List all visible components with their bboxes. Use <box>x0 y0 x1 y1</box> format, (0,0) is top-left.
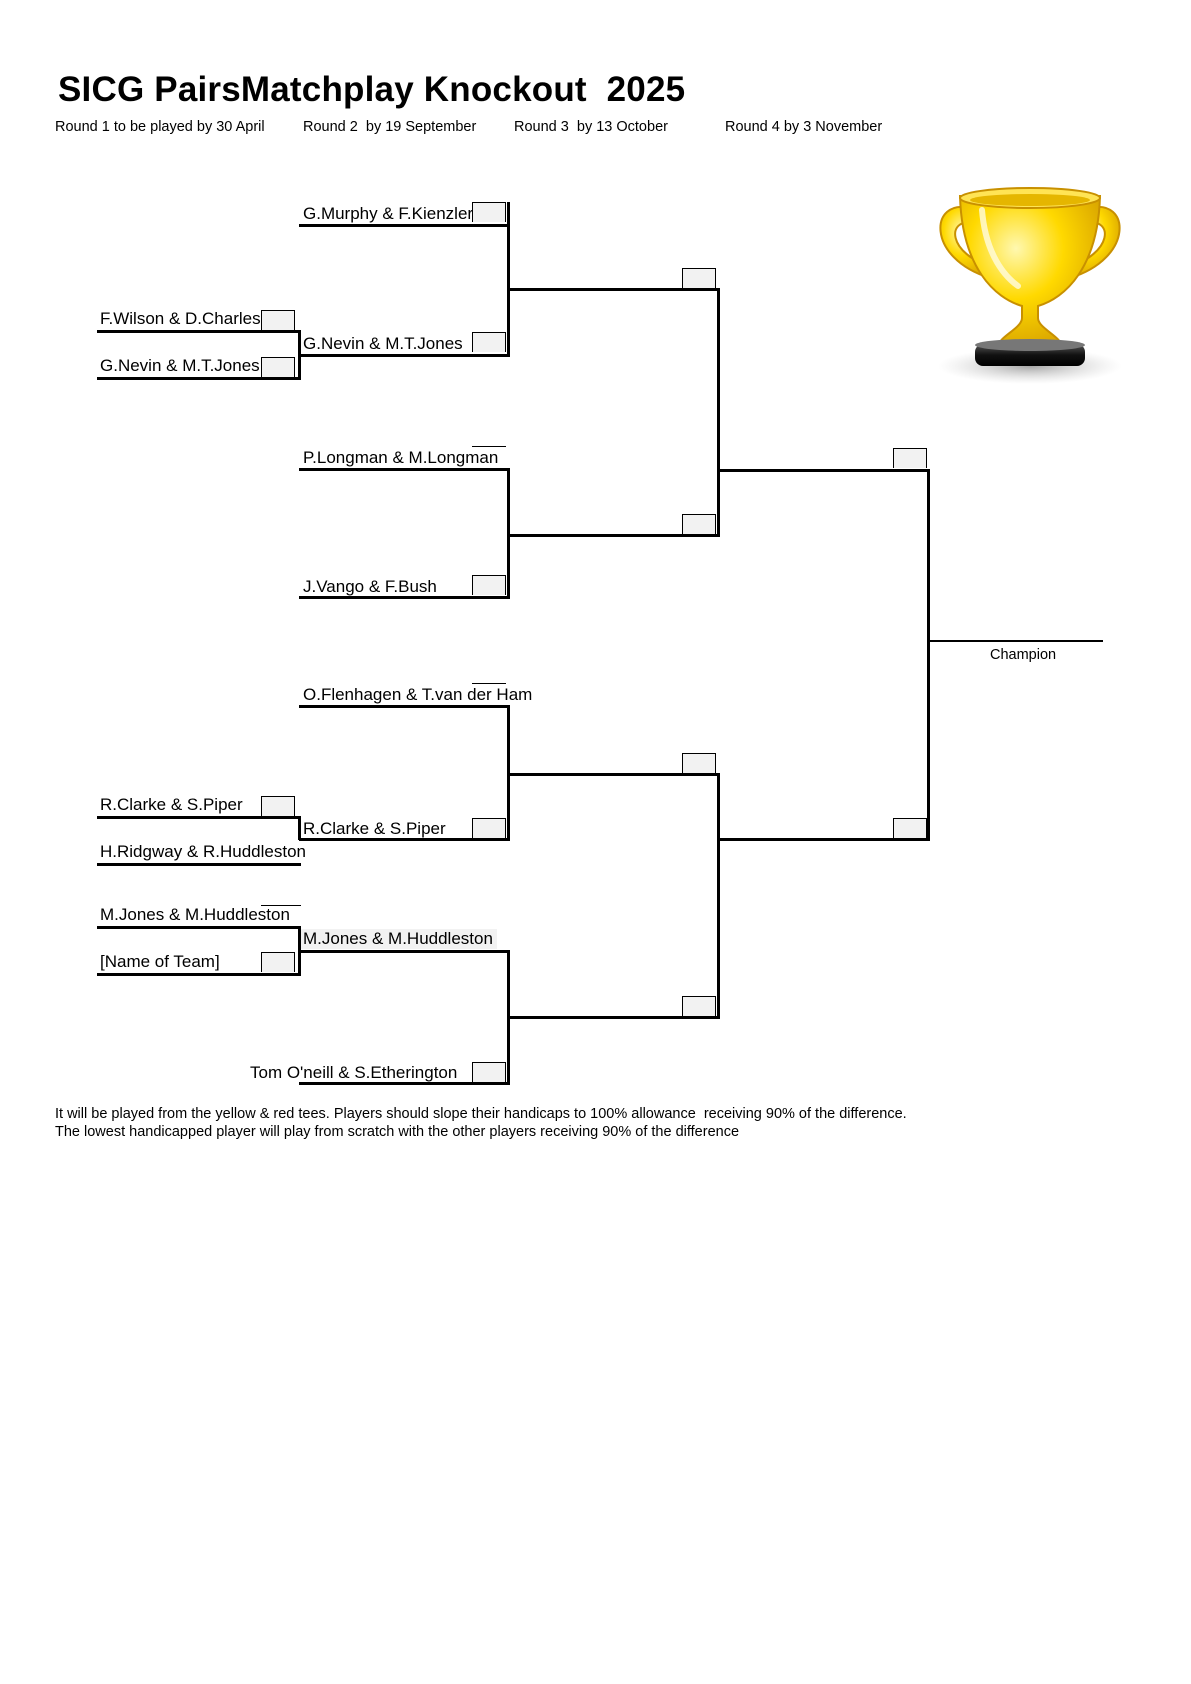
bracket-line <box>717 773 720 1019</box>
bracket-line <box>299 838 510 841</box>
round1-team: H.Ridgway & R.Huddleston <box>100 842 306 861</box>
round1-team: G.Nevin & M.T.Jones <box>100 356 260 375</box>
round2-team: G.Murphy & F.Kienzler <box>303 204 474 223</box>
rules-note: It will be played from the yellow & red … <box>55 1106 907 1122</box>
champion-line <box>927 640 1103 642</box>
bracket-line <box>97 863 301 866</box>
bracket-line <box>97 816 301 819</box>
round3-score-box[interactable] <box>682 996 716 1016</box>
round3-deadline: Round 3 by 13 October <box>514 119 668 135</box>
round2-score-box[interactable] <box>472 1062 506 1082</box>
bracket-line <box>717 469 930 472</box>
bracket-line <box>507 202 510 357</box>
round1-score-box[interactable] <box>261 905 301 907</box>
bracket-line <box>717 838 930 841</box>
bracket-line <box>507 534 720 537</box>
bracket-line <box>927 469 930 841</box>
round2-team: J.Vango & F.Bush <box>303 577 437 596</box>
bracket-line <box>507 773 720 776</box>
bracket-line <box>299 468 510 471</box>
bracket-line <box>97 377 301 380</box>
round3-score-box[interactable] <box>682 514 716 534</box>
bracket-line <box>507 288 720 291</box>
round2-team: P.Longman & M.Longman <box>303 448 499 467</box>
bracket-line <box>298 816 301 840</box>
round2-team: M.Jones & M.Huddleston <box>301 929 497 949</box>
bracket-line <box>299 950 510 953</box>
round1-deadline: Round 1 to be played by 30 April <box>55 119 265 135</box>
bracket-line <box>507 468 510 599</box>
bracket-line <box>299 1082 510 1085</box>
rules-note: The lowest handicapped player will play … <box>55 1124 740 1140</box>
final-score-box[interactable] <box>893 448 927 468</box>
bracket-line <box>299 224 510 227</box>
bracket-line <box>299 596 510 599</box>
round2-team: Tom O'neill & S.Etherington <box>250 1063 458 1082</box>
bracket-line <box>97 926 301 929</box>
round1-team: F.Wilson & D.Charles <box>100 309 261 328</box>
round2-team: R.Clarke & S.Piper <box>303 819 446 838</box>
round1-team: R.Clarke & S.Piper <box>100 795 243 814</box>
champion-label: Champion <box>990 647 1057 663</box>
round2-score-box[interactable] <box>472 818 506 838</box>
round2-score-box[interactable] <box>472 575 506 595</box>
bracket-line <box>717 288 720 537</box>
bracket-line <box>97 330 301 333</box>
bracket-line <box>507 1016 720 1019</box>
bracket-line <box>299 705 510 708</box>
round1-team: M.Jones & M.Huddleston <box>100 905 290 924</box>
round1-team: [Name of Team] <box>100 952 220 971</box>
round2-score-box[interactable] <box>472 446 506 448</box>
round2-score-box[interactable] <box>472 332 506 352</box>
round2-score-box[interactable] <box>472 202 506 222</box>
page-title: SICG PairsMatchplay Knockout 2025 <box>58 70 686 109</box>
bracket-line <box>299 354 510 357</box>
bracket-line <box>97 973 301 976</box>
round3-score-box[interactable] <box>682 753 716 773</box>
round2-team: G.Nevin & M.T.Jones <box>303 334 463 353</box>
round2-team: O.Flenhagen & T.van der Ham <box>303 685 533 704</box>
round1-score-box[interactable] <box>261 796 295 816</box>
round2-score-box[interactable] <box>472 683 506 685</box>
round3-score-box[interactable] <box>682 268 716 288</box>
round1-score-box[interactable] <box>261 310 295 330</box>
round1-score-box[interactable] <box>261 357 295 377</box>
round4-deadline: Round 4 by 3 November <box>725 119 883 135</box>
final-score-box[interactable] <box>893 818 927 838</box>
trophy-icon <box>938 187 1122 384</box>
round1-score-box[interactable] <box>261 952 295 972</box>
round2-deadline: Round 2 by 19 September <box>303 119 477 135</box>
